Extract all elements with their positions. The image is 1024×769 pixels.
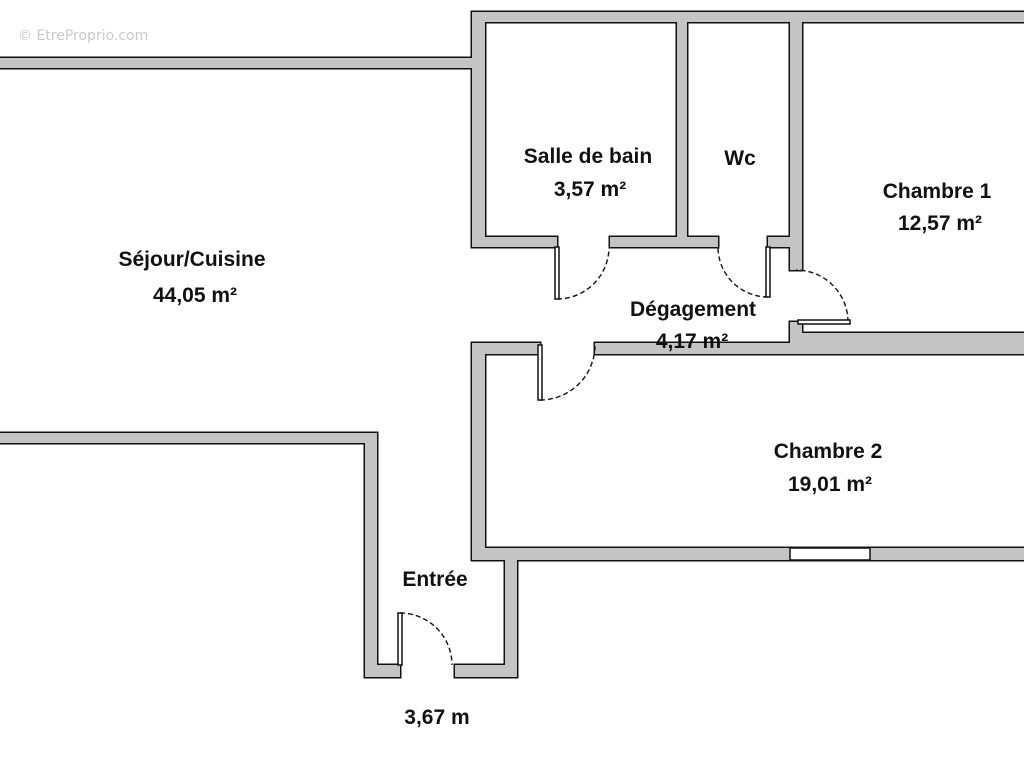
room-name: Salle de bain — [524, 145, 652, 168]
door-swing-arc — [717, 246, 769, 298]
watermark: © EtreProprio.com — [18, 28, 148, 44]
walls-fill-overlay — [0, 10, 1024, 679]
room-area: 19,01 m² — [788, 473, 872, 496]
door-swing-arc — [539, 344, 596, 401]
door-swing-arc — [556, 246, 610, 300]
door-chambre-2 — [537, 344, 596, 401]
door-leaf — [554, 246, 560, 300]
dimension-label: 3,67 m — [404, 706, 469, 729]
room-area: 4,17 m² — [656, 330, 728, 353]
room-wc: Wc — [724, 147, 756, 170]
room-sejour-cuisine: Séjour/Cuisine 44,05 m² — [118, 248, 265, 307]
door-swing-arc — [399, 612, 453, 666]
door-swing-arc — [795, 269, 849, 323]
room-area: 12,57 m² — [898, 212, 982, 235]
room-entree: Entrée — [402, 568, 467, 591]
room-name: Séjour/Cuisine — [118, 248, 265, 271]
room-chambre-1: Chambre 1 12,57 m² — [883, 180, 992, 235]
door-wc — [717, 246, 771, 298]
room-name: Entrée — [402, 568, 467, 591]
room-salle-de-bain: Salle de bain 3,57 m² — [524, 145, 652, 201]
room-area: 3,57 m² — [554, 178, 626, 201]
door-leaf — [537, 344, 543, 401]
door-entree — [397, 612, 453, 666]
room-degagement: Dégagement 4,17 m² — [630, 298, 756, 353]
room-name: Wc — [724, 147, 756, 170]
room-name: Chambre 2 — [774, 440, 883, 463]
door-leaf — [397, 612, 403, 666]
room-area: 44,05 m² — [153, 284, 237, 307]
door-leaf — [765, 246, 771, 298]
room-chambre-2: Chambre 2 19,01 m² — [774, 440, 883, 496]
room-name: Chambre 1 — [883, 180, 992, 203]
door-chambre-1 — [795, 269, 851, 325]
window-chambre-2 — [789, 547, 871, 561]
door-leaf — [797, 319, 851, 325]
room-name: Dégagement — [630, 298, 756, 321]
door-salle-de-bain — [554, 246, 610, 300]
